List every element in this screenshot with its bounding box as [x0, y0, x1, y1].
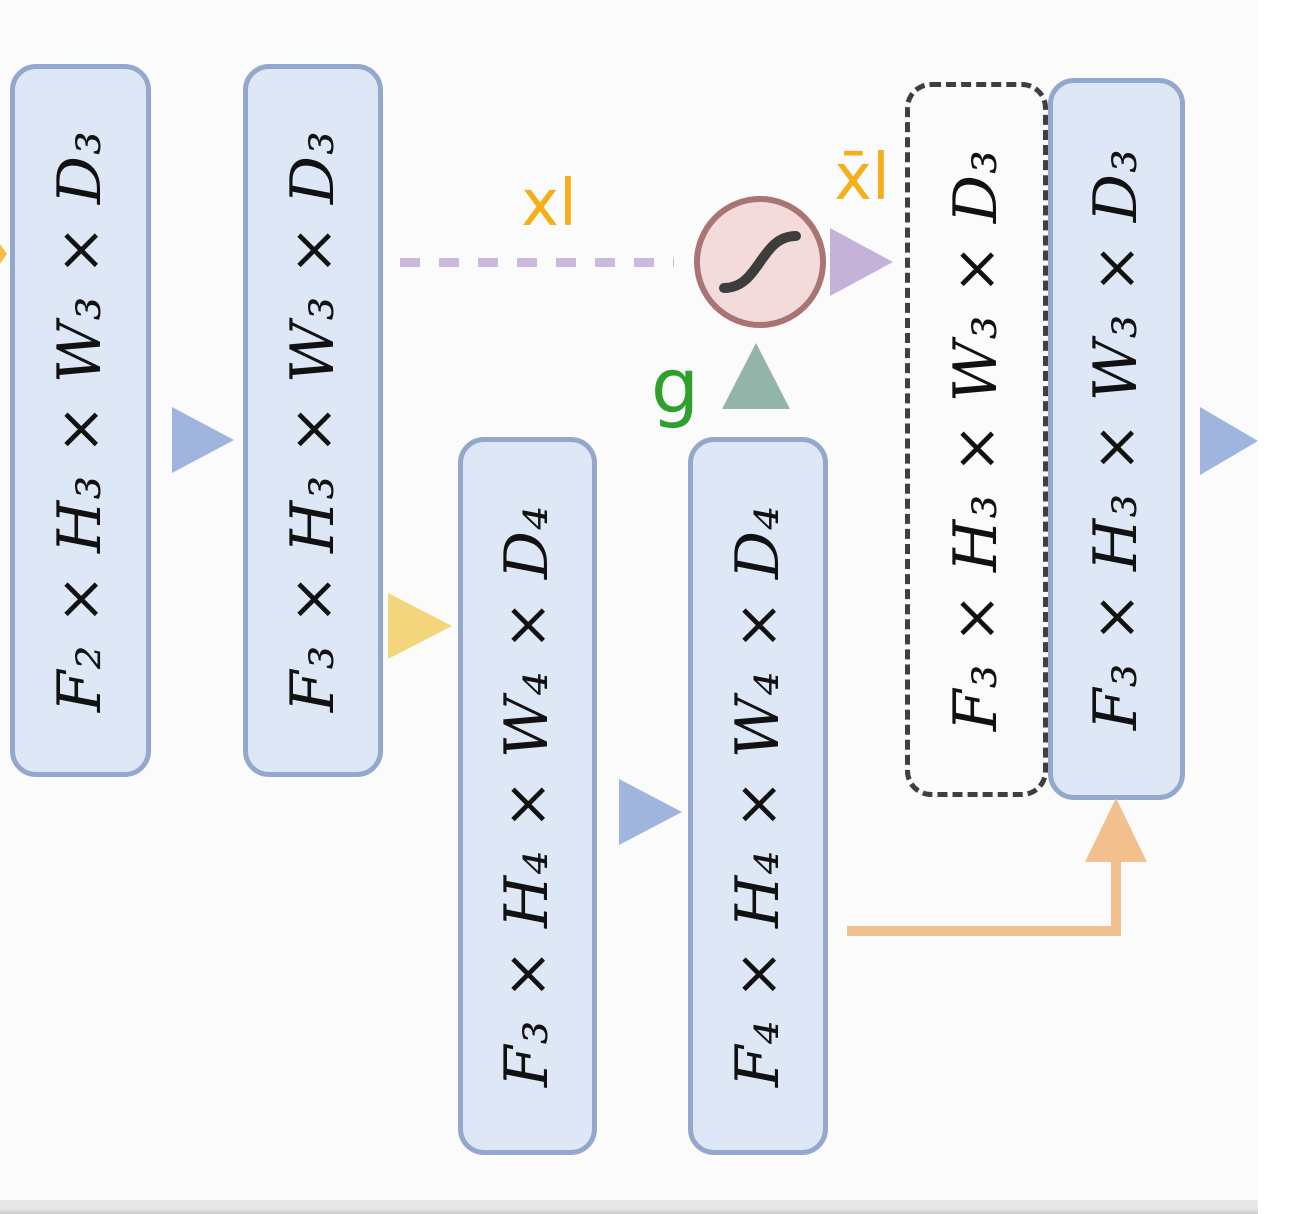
residual-arrow-horizontal-line	[847, 926, 1117, 936]
flow-arrow-right-icon-2	[619, 779, 682, 845]
tensor-label-6: F₃ × H₃ × W₃ × D₃	[1081, 147, 1152, 731]
tensor-label-5: F₃ × H₃ × W₃ × D₃	[941, 148, 1012, 731]
tensor-box-2: F₃ × H₃ × W₃ × D₃	[243, 64, 383, 777]
gate-signal-label: g	[650, 341, 700, 430]
skip-connection-dashed-line	[400, 258, 674, 267]
tensor-label-3: F₃ × H₄ × W₄ × D₄	[492, 504, 563, 1088]
tensor-box-4: F₄ × H₄ × W₄ × D₄	[688, 437, 828, 1155]
bottom-divider-bar	[0, 1200, 1258, 1214]
tensor-box-6: F₃ × H₃ × W₃ × D₃	[1048, 78, 1185, 800]
tensor-label-2: F₃ × H₃ × W₃ × D₃	[278, 129, 349, 712]
gated-signal-label: x̄l	[834, 141, 890, 215]
output-arrow-right-icon	[1200, 407, 1258, 475]
cropped-arrow-icon	[0, 244, 7, 264]
sigmoid-curve-icon	[719, 231, 801, 293]
residual-arrow-head-up-icon	[1085, 798, 1147, 862]
tensor-label-1: F₂ × H₃ × W₃ × D₃	[45, 129, 116, 712]
downsample-arrow-right-icon	[388, 593, 452, 659]
sigmoid-gate-node	[694, 196, 826, 328]
gated-output-arrow-icon	[830, 228, 893, 296]
right-margin	[1258, 0, 1292, 1214]
flow-arrow-right-icon-1	[172, 407, 234, 473]
residual-arrow-vertical-line	[1111, 858, 1121, 936]
tensor-box-3: F₃ × H₄ × W₄ × D₄	[458, 437, 597, 1155]
gate-input-arrow-up-icon	[722, 343, 790, 409]
tensor-box-1: F₂ × H₃ × W₃ × D₃	[10, 64, 151, 777]
skip-signal-label: xl	[521, 167, 577, 241]
tensor-box-5-dashed: F₃ × H₃ × W₃ × D₃	[905, 82, 1048, 797]
tensor-label-4: F₄ × H₄ × W₄ × D₄	[723, 504, 794, 1088]
